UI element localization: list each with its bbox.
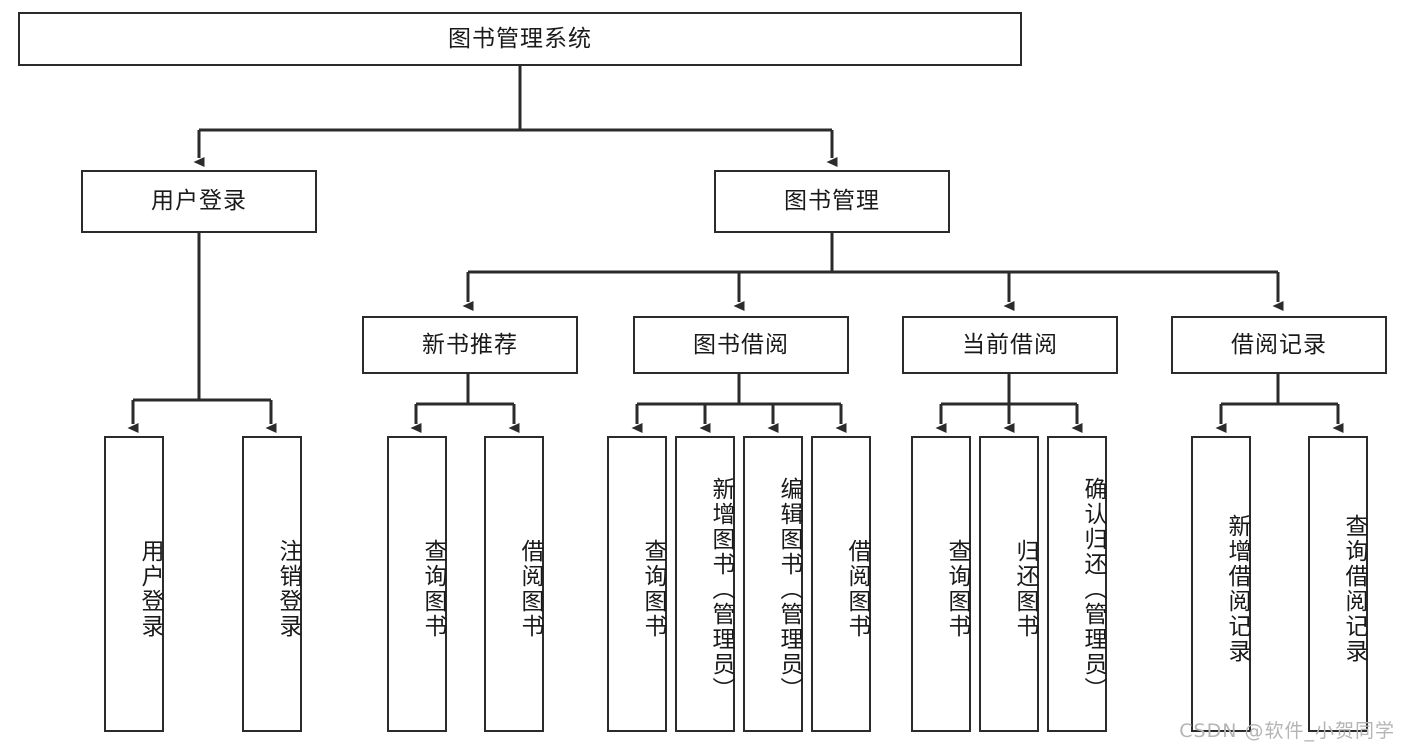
leaf-current-query-book[interactable]: 查询图书 — [911, 436, 971, 732]
node-label: 用户登录 — [151, 188, 247, 214]
node-label: 借阅记录 — [1231, 331, 1327, 358]
node-label: 新增图书（管理员） — [708, 476, 734, 702]
node-label: 查询图书 — [420, 539, 446, 639]
node-label: 用户登录 — [137, 539, 163, 639]
node-label: 查询图书 — [640, 539, 666, 639]
leaf-user-login-login[interactable]: 用户登录 — [104, 436, 164, 732]
leaf-current-return-book[interactable]: 归还图书 — [979, 436, 1039, 732]
node-label: 归还图书 — [1012, 539, 1038, 639]
node-label: 借阅图书 — [517, 539, 543, 639]
node-label: 注销登录 — [275, 539, 301, 639]
node-label: 确认归还（管理员） — [1080, 476, 1106, 702]
node-label: 编辑图书（管理员） — [776, 476, 802, 702]
node-new-book-recommend[interactable]: 新书推荐 — [362, 316, 578, 374]
leaf-borrow-edit-book-admin[interactable]: 编辑图书（管理员） — [743, 436, 803, 732]
node-label: 查询借阅记录 — [1341, 514, 1367, 664]
leaf-new-book-borrow[interactable]: 借阅图书 — [484, 436, 544, 732]
node-book-management[interactable]: 图书管理 — [714, 170, 950, 233]
node-current-borrow[interactable]: 当前借阅 — [902, 316, 1118, 374]
node-label: 新增借阅记录 — [1224, 514, 1250, 664]
node-label: 查询图书 — [944, 539, 970, 639]
node-book-borrow[interactable]: 图书借阅 — [633, 316, 849, 374]
node-borrow-record[interactable]: 借阅记录 — [1171, 316, 1387, 374]
leaf-new-book-query[interactable]: 查询图书 — [387, 436, 447, 732]
node-label: 当前借阅 — [962, 331, 1058, 358]
node-user-login[interactable]: 用户登录 — [81, 170, 317, 233]
leaf-borrow-query-book[interactable]: 查询图书 — [607, 436, 667, 732]
leaf-record-add[interactable]: 新增借阅记录 — [1191, 436, 1251, 732]
node-label: 图书借阅 — [693, 331, 789, 358]
node-root[interactable]: 图书管理系统 — [18, 12, 1022, 66]
leaf-user-login-logout[interactable]: 注销登录 — [242, 436, 302, 732]
leaf-borrow-add-book-admin[interactable]: 新增图书（管理员） — [675, 436, 735, 732]
node-label: 图书管理系统 — [448, 25, 592, 52]
node-label: 新书推荐 — [422, 331, 518, 358]
leaf-current-confirm-return-admin[interactable]: 确认归还（管理员） — [1047, 436, 1107, 732]
node-label: 图书管理 — [784, 188, 880, 214]
leaf-borrow-borrow-book[interactable]: 借阅图书 — [811, 436, 871, 732]
leaf-record-query[interactable]: 查询借阅记录 — [1308, 436, 1368, 732]
node-label: 借阅图书 — [844, 539, 870, 639]
